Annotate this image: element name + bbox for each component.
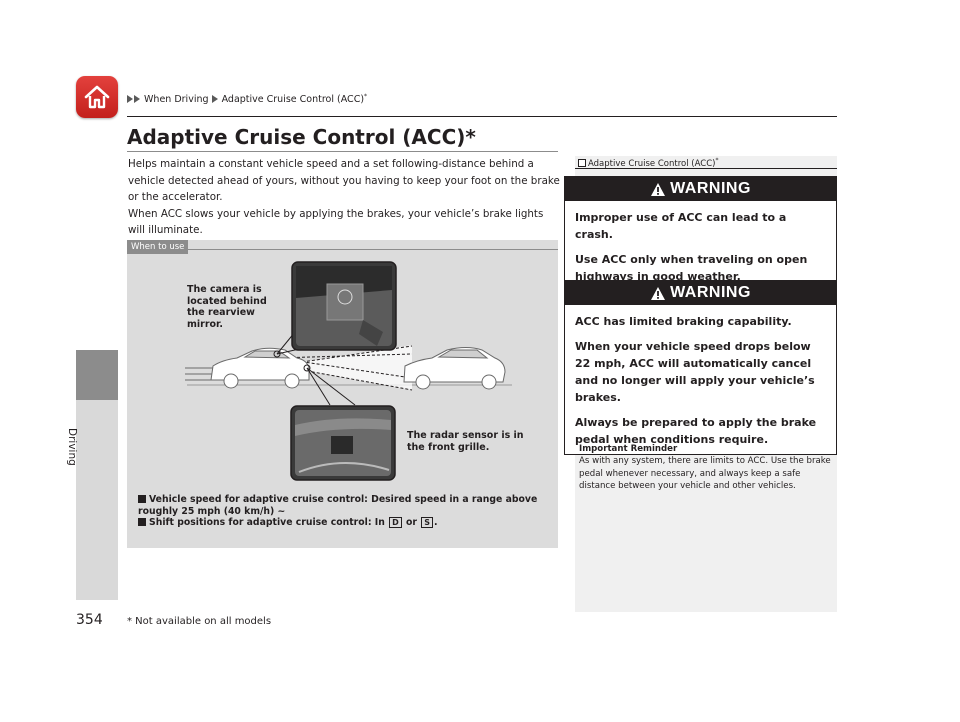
bullet-shift-text: Shift positions for adaptive cruise cont… (149, 517, 385, 529)
bullet-period: . (434, 517, 438, 529)
figure-bullets: Vehicle speed for adaptive cruise contro… (138, 494, 548, 529)
lead-vehicle (403, 347, 506, 390)
warning-header: WARNING (565, 281, 836, 305)
bullet-shift-positions: Shift positions for adaptive cruise cont… (138, 517, 548, 529)
breadcrumb-arrow-icon (211, 95, 218, 104)
warning-text: Use ACC only when traveling on open high… (575, 253, 808, 283)
gear-s-key: S (421, 517, 434, 529)
warning-box-1: WARNING Improper use of ACC can lead to … (564, 176, 837, 292)
bullet-speed-range: Vehicle speed for adaptive cruise contro… (138, 494, 548, 517)
bullet-square-icon (138, 495, 146, 503)
warning-header: WARNING (565, 177, 836, 201)
camera-inset (291, 261, 397, 351)
warning-text: ACC has limited braking capability. (575, 315, 792, 328)
intro-text: Helps maintain a constant vehicle speed … (128, 156, 560, 239)
note-link-icon (578, 158, 586, 167)
acc-illustration (185, 261, 512, 481)
breadcrumb-asterisk: * (364, 93, 368, 100)
sidebar-section-bar (76, 400, 118, 600)
home-button[interactable] (76, 76, 118, 118)
reminder-text: As with any system, there are limits to … (579, 456, 831, 492)
warning-text: Always be prepared to apply the brake pe… (575, 416, 817, 446)
warning-triangle-icon (651, 182, 666, 196)
bullet-or-text: or (406, 517, 417, 529)
important-reminder: Important Reminder As with any system, t… (579, 443, 831, 493)
figure-top-rule (127, 249, 558, 250)
warning-text: When your vehicle speed drops below 22 m… (575, 340, 815, 404)
header-rule (127, 116, 837, 117)
figure-tag: When to use (127, 240, 189, 254)
radar-inset (290, 405, 396, 481)
warning-body: Improper use of ACC can lead to a crash.… (565, 201, 836, 291)
sidebar-section-tab[interactable] (76, 350, 118, 400)
intro-paragraph: Helps maintain a constant vehicle speed … (128, 158, 560, 203)
warning-box-2: WARNING ACC has limited braking capabili… (564, 280, 837, 455)
breadcrumb: When Driving Adaptive Cruise Control (AC… (127, 93, 367, 105)
own-vehicle (210, 347, 310, 389)
radar-callout: The radar sensor is in the front grille. (407, 430, 524, 453)
notes-heading: Adaptive Cruise Control (ACC)* (578, 157, 718, 169)
warning-body: ACC has limited braking capability. When… (565, 305, 836, 454)
title-asterisk: * (465, 125, 476, 149)
bullet-speed-range-text: Vehicle speed for adaptive cruise contro… (138, 494, 538, 517)
when-to-use-figure: When to use (127, 240, 558, 548)
warning-label: WARNING (670, 284, 751, 301)
page-title-text: Adaptive Cruise Control (ACC) (127, 125, 466, 149)
page-number: 354 (76, 612, 103, 628)
footnote: * Not available on all models (127, 616, 272, 627)
notes-heading-rule (575, 168, 837, 169)
warning-triangle-icon (651, 286, 666, 300)
breadcrumb-item-when-driving[interactable]: When Driving (144, 94, 209, 106)
bullet-square-icon (138, 518, 146, 527)
page-title: Adaptive Cruise Control (ACC)* (127, 125, 476, 149)
breadcrumb-arrow-icon (134, 95, 140, 104)
breadcrumb-arrow-icon (127, 95, 133, 104)
notes-heading-asterisk: * (715, 157, 719, 164)
title-rule (127, 151, 558, 152)
reminder-heading: Important Reminder (579, 444, 678, 454)
sidebar-section-label: Driving (66, 428, 78, 466)
gear-d-key: D (389, 517, 402, 529)
breadcrumb-item-acc[interactable]: Adaptive Cruise Control (ACC) (221, 94, 365, 106)
notes-heading-text[interactable]: Adaptive Cruise Control (ACC) (588, 158, 716, 169)
home-icon (84, 85, 110, 109)
warning-label: WARNING (670, 180, 751, 197)
intro-paragraph-brake-lights: When ACC slows your vehicle by applying … (128, 207, 544, 237)
warning-text: Improper use of ACC can lead to a crash. (575, 211, 787, 241)
camera-callout: The camera is located behind the rearvie… (187, 284, 267, 330)
